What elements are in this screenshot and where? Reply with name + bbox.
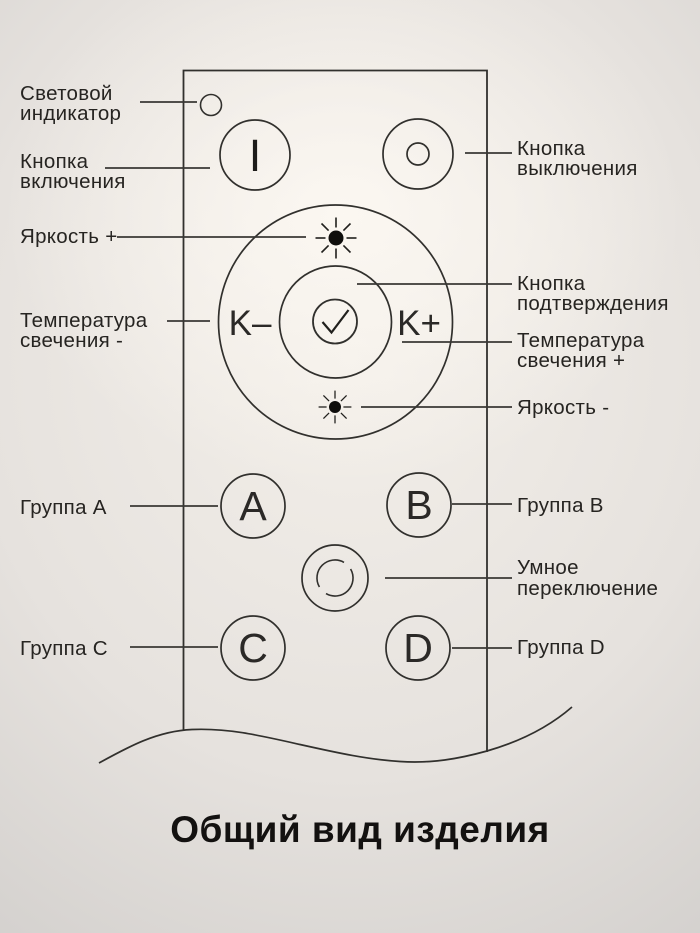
label-line-1: Группа A xyxy=(20,496,107,519)
label-line-2: индикатор xyxy=(20,102,121,125)
sun-rays xyxy=(315,217,357,259)
label-line-2: переключение xyxy=(517,577,658,600)
group-a-label: A xyxy=(239,483,267,529)
callout-label: Кнопка включения xyxy=(20,150,126,193)
group-b-label: B xyxy=(405,482,432,528)
callout-power-on: Кнопка включения xyxy=(20,150,210,193)
callout-label: Кнопка выключения xyxy=(517,137,638,180)
label-line-1: Кнопка xyxy=(20,150,89,173)
label-line-1: Группа B xyxy=(517,494,604,517)
callout-group-c: Группа C xyxy=(20,637,218,660)
page-title: Общий вид изделия xyxy=(170,809,549,850)
callout-label: Группа B xyxy=(517,494,604,517)
broken-ring-icon xyxy=(316,559,354,597)
label-line-1: Кнопка xyxy=(517,272,586,295)
light-indicator-led xyxy=(199,93,223,117)
callout-temperature-minus: Температура свечения - xyxy=(20,309,210,352)
group-d-circle xyxy=(385,615,451,681)
checkmark-icon xyxy=(321,309,350,335)
callout-label: Группа C xyxy=(20,637,108,660)
callout-temperature-plus: Температура свечения + xyxy=(402,329,650,372)
sun-rays xyxy=(318,390,352,424)
power-on-button: I xyxy=(219,119,291,191)
label-line-1: Умное xyxy=(517,556,579,579)
group-a-button: A xyxy=(220,473,286,539)
callout-label: Яркость + xyxy=(20,225,118,248)
group-c-label: C xyxy=(238,625,268,671)
label-line-1: Группа C xyxy=(20,637,108,660)
label-line-1: Световой xyxy=(20,82,113,105)
group-d-button: D xyxy=(385,615,451,681)
wavy-cutoff-line xyxy=(98,706,573,764)
label-line-1: Яркость - xyxy=(517,396,609,419)
callout-smart-switch: Умное переключение xyxy=(385,556,658,600)
label-line-1: Яркость + xyxy=(20,225,118,248)
label-line-2: включения xyxy=(20,170,126,193)
dial-outer-ring xyxy=(217,204,454,440)
callout-label: Температура свечения - xyxy=(20,309,153,352)
callout-label: Яркость - xyxy=(517,396,609,419)
smart-switch-circle xyxy=(301,544,369,612)
callout-label: Группа D xyxy=(517,636,605,659)
brightness-minus-sun-icon xyxy=(318,390,352,424)
callout-label: Кнопка подтверждения xyxy=(517,272,669,315)
central-dial: K– K+ xyxy=(217,204,454,440)
k-minus-button-label: K– xyxy=(229,304,272,343)
power-off-button-circle xyxy=(382,118,454,190)
callout-confirm: Кнопка подтверждения xyxy=(357,272,669,315)
brightness-plus-sun-icon xyxy=(315,217,357,259)
group-a-circle xyxy=(220,473,286,539)
group-b-button: B xyxy=(386,472,452,538)
group-c-circle xyxy=(220,615,286,681)
smart-switch-button xyxy=(301,544,369,612)
label-line-2: свечения - xyxy=(20,329,123,352)
confirm-button xyxy=(312,298,358,345)
group-c-button: C xyxy=(220,615,286,681)
sun-dot xyxy=(328,230,344,246)
label-line-2: выключения xyxy=(517,157,638,180)
power-off-button xyxy=(382,118,454,190)
power-on-button-circle xyxy=(219,119,291,191)
callout-power-off: Кнопка выключения xyxy=(465,137,638,180)
remote-body-outline xyxy=(182,69,488,752)
callout-brightness-minus: Яркость - xyxy=(361,396,609,419)
power-on-button-label: I xyxy=(249,130,262,181)
group-d-label: D xyxy=(403,625,433,671)
label-line-1: Температура xyxy=(20,309,148,332)
callout-brightness-plus: Яркость + xyxy=(20,225,306,248)
callout-label: Световой индикатор xyxy=(20,82,121,125)
callout-group-b: Группа B xyxy=(452,494,604,517)
label-line-2: подтверждения xyxy=(517,292,669,315)
label-line-2: свечения + xyxy=(517,349,625,372)
group-b-circle xyxy=(386,472,452,538)
k-plus-button-label: K+ xyxy=(397,304,441,343)
label-line-1: Группа D xyxy=(517,636,605,659)
callout-label: Умное переключение xyxy=(517,556,658,600)
sun-dot xyxy=(329,401,341,413)
callout-group-d: Группа D xyxy=(452,636,605,659)
callout-label: Температура свечения + xyxy=(517,329,650,372)
label-line-1: Кнопка xyxy=(517,137,586,160)
confirm-button-circle xyxy=(312,298,358,345)
label-line-1: Температура xyxy=(517,329,645,352)
callout-group-a: Группа A xyxy=(20,496,218,519)
dial-middle-ring xyxy=(278,265,393,379)
callout-label: Группа A xyxy=(20,496,107,519)
circle-dot-icon xyxy=(406,142,430,166)
callout-light-indicator: Световой индикатор xyxy=(20,82,197,125)
